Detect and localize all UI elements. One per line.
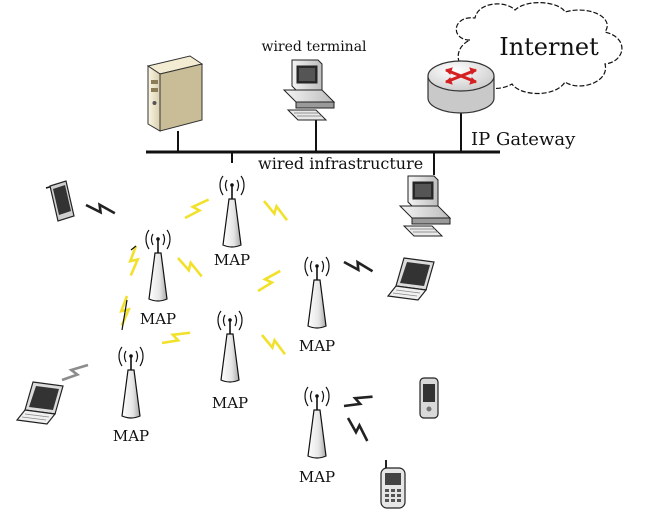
mesh-access-point-icon — [304, 386, 330, 459]
internet-label: Internet — [499, 33, 599, 61]
mesh-access-point: MAP — [299, 256, 335, 355]
laptop-icon — [387, 257, 435, 301]
lightning-link-icon — [174, 253, 206, 281]
wired-terminal-label: wired terminal — [261, 39, 367, 55]
mesh-access-point-icon — [219, 175, 245, 248]
lightning-link-icon — [159, 327, 193, 348]
lightning-link-icon — [181, 195, 212, 222]
pda-icon — [45, 180, 75, 222]
mesh-access-point: MAP — [113, 346, 149, 445]
lightning-link-icon — [260, 196, 291, 224]
map-label: MAP — [140, 310, 176, 328]
map-label: MAP — [299, 337, 335, 355]
map-label: MAP — [212, 394, 248, 412]
lightning-link-icon — [258, 330, 289, 358]
wired-infrastructure-label: wired infrastructure — [258, 154, 423, 173]
mesh-access-point: MAP — [299, 386, 335, 486]
mesh-access-point-icon — [145, 229, 171, 302]
router-icon — [427, 60, 495, 114]
lightning-link-icon — [58, 360, 91, 384]
mesh-access-point-icon — [118, 346, 144, 419]
lightning-link-icon — [341, 391, 375, 411]
lightning-link-icon — [344, 414, 372, 445]
client-links-grey — [58, 360, 91, 384]
mesh-access-point-icon — [217, 310, 243, 383]
mesh-links — [117, 195, 291, 358]
ip-gateway-label: IP Gateway — [471, 129, 576, 150]
wired-bus — [146, 113, 500, 175]
lightning-link-icon — [83, 199, 118, 218]
lightning-link-icon — [126, 244, 142, 278]
pda-icon — [419, 377, 439, 419]
lightning-link-icon — [254, 266, 284, 295]
mesh-access-point-icon — [304, 256, 330, 329]
desktop-icon — [283, 59, 335, 121]
mesh-access-point: MAP — [212, 310, 248, 412]
cellphone-icon — [380, 460, 406, 509]
desktop-icon — [399, 175, 451, 237]
map-label: MAP — [113, 427, 149, 445]
mesh-access-point: MAP — [214, 175, 250, 269]
laptop-icon — [16, 381, 64, 425]
server-icon — [146, 55, 204, 132]
mesh-access-point: MAP — [140, 229, 176, 328]
map-label: MAP — [299, 468, 335, 486]
lightning-link-icon — [341, 256, 376, 276]
map-label: MAP — [214, 251, 250, 269]
